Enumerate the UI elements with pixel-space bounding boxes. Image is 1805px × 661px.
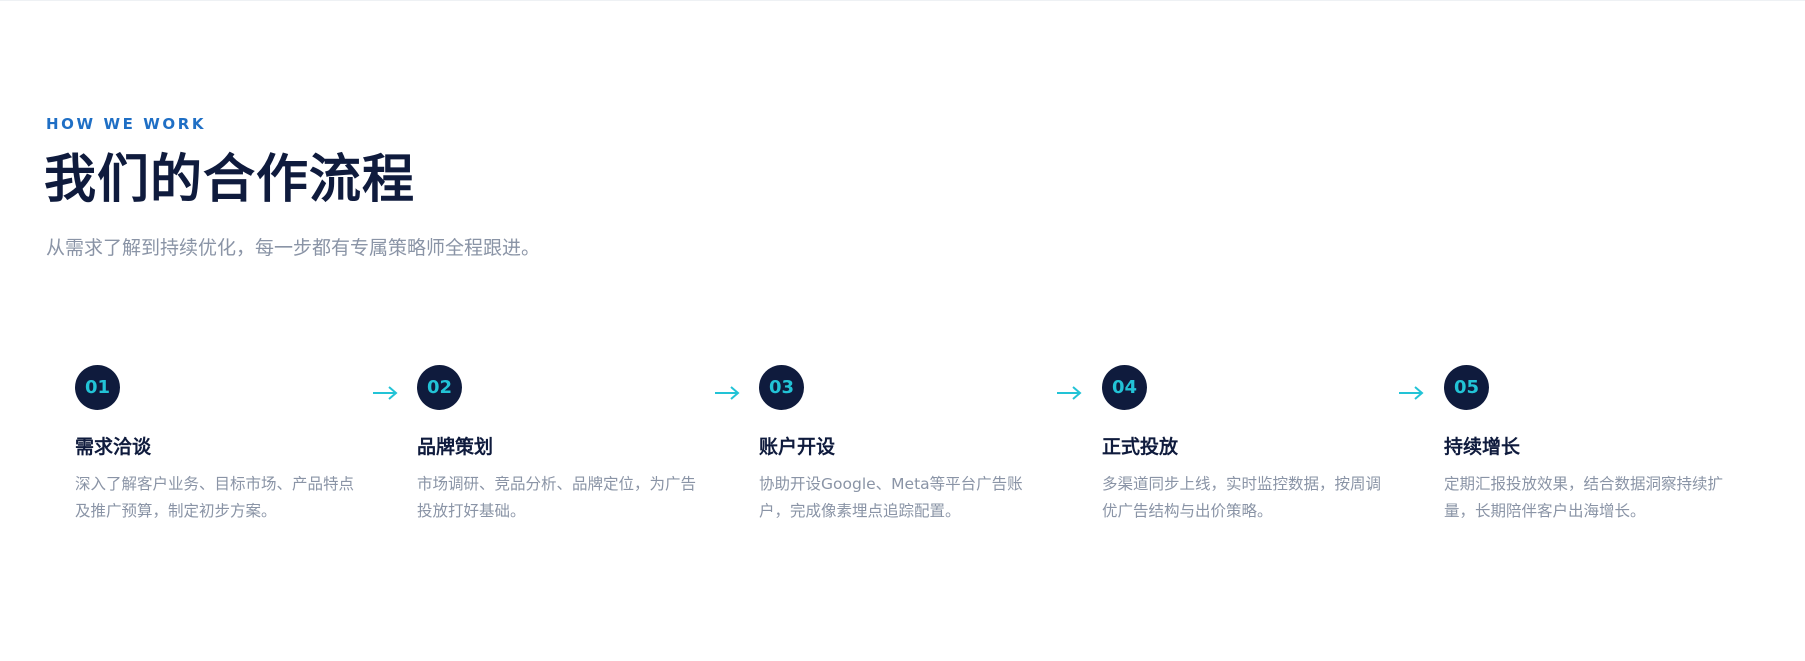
step-description: 多渠道同步上线，实时监控数据，按周调优广告结构与出价策略。 xyxy=(1102,475,1382,520)
process-step-1: 01 需求洽谈 深入了解客户业务、目标市场、产品特点及推广预算，制定初步方案。 xyxy=(75,365,365,525)
arrow-right-icon xyxy=(1399,386,1424,400)
step-description: 深入了解客户业务、目标市场、产品特点及推广预算，制定初步方案。 xyxy=(75,475,355,520)
section-eyebrow: HOW WE WORK xyxy=(46,115,207,133)
section-subtitle: 从需求了解到持续优化，每一步都有专属策略师全程跟进。 xyxy=(46,237,541,259)
arrow-right-icon xyxy=(373,386,398,400)
step-title: 账户开设 xyxy=(759,436,836,458)
step-title: 正式投放 xyxy=(1102,436,1179,458)
process-steps: 01 需求洽谈 深入了解客户业务、目标市场、产品特点及推广预算，制定初步方案。 … xyxy=(0,365,1805,535)
arrow-right-icon xyxy=(715,386,740,400)
step-description: 协助开设Google、Meta等平台广告账户，完成像素埋点追踪配置。 xyxy=(759,475,1023,520)
step-number-badge: 03 xyxy=(759,365,804,410)
step-description: 市场调研、竞品分析、品牌定位，为广告投放打好基础。 xyxy=(417,475,697,520)
process-step-3: 03 账户开设 协助开设Google、Meta等平台广告账户，完成像素埋点追踪配… xyxy=(759,365,1049,525)
step-title: 品牌策划 xyxy=(417,436,494,458)
process-step-2: 02 品牌策划 市场调研、竞品分析、品牌定位，为广告投放打好基础。 xyxy=(417,365,707,525)
section-title: 我们的合作流程 xyxy=(44,150,416,210)
arrow-right-icon xyxy=(1057,386,1082,400)
step-number-badge: 04 xyxy=(1102,365,1147,410)
process-step-4: 04 正式投放 多渠道同步上线，实时监控数据，按周调优广告结构与出价策略。 xyxy=(1102,365,1392,525)
step-number-badge: 01 xyxy=(75,365,120,410)
step-number-badge: 02 xyxy=(417,365,462,410)
step-title: 需求洽谈 xyxy=(75,436,152,458)
step-title: 持续增长 xyxy=(1444,436,1521,458)
process-step-5: 05 持续增长 定期汇报投放效果，结合数据洞察持续扩量，长期陪伴客户出海增长。 xyxy=(1444,365,1734,525)
step-number-badge: 05 xyxy=(1444,365,1489,410)
step-description: 定期汇报投放效果，结合数据洞察持续扩量，长期陪伴客户出海增长。 xyxy=(1444,475,1724,520)
